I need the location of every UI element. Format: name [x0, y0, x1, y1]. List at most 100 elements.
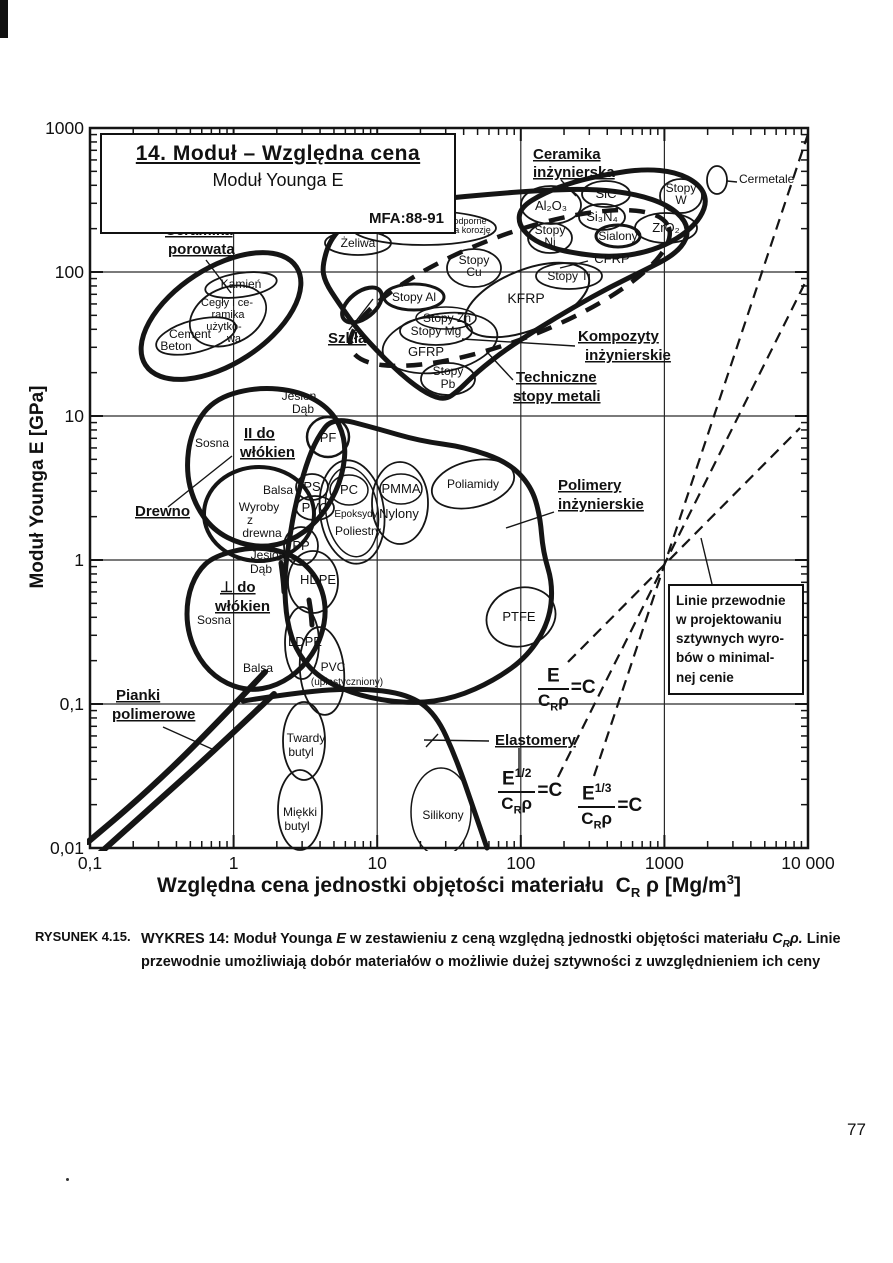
region-pp	[283, 526, 319, 566]
label-al2o3: Al₂O₃	[535, 198, 567, 213]
label-nylony: Nylony	[379, 506, 419, 521]
plot-border	[88, 126, 810, 850]
label-polimery-2: inżynierskie	[558, 496, 644, 513]
label-pvc-upl-2: (uplastyczniony)	[311, 677, 383, 688]
label-epoksydy: Epoksydy	[334, 509, 377, 520]
guide-note-line: w projektowaniu	[676, 612, 782, 628]
x-tick-label: 10 000	[781, 853, 835, 873]
label-stopy-zn: Stopy Zn	[423, 311, 471, 325]
label-hdpe: HDPE	[300, 572, 336, 587]
region-pc-group-inner	[324, 466, 380, 558]
label-stopy-al: Stopy Al	[392, 290, 436, 304]
label-wyroby-2: z	[247, 513, 253, 527]
label-si3n4: Si₃N₄	[586, 209, 618, 224]
label-miekki-butyl: Miękki	[283, 805, 317, 819]
guide-E12-over-CRrho	[557, 280, 807, 778]
y-tick-label: 0,1	[60, 694, 84, 714]
leader-line	[559, 260, 589, 269]
caption-variable: CRρ.	[772, 931, 803, 950]
leader-line	[700, 537, 713, 585]
x-axis-title: Względna cena jednostki objętości materi…	[90, 872, 808, 900]
guide-E13-over-CRrho	[592, 133, 810, 777]
label-jesion-dolny: Jesion	[251, 548, 286, 562]
blob-wyroby-z-drewna	[202, 465, 316, 563]
blob-kompozyty-inzynierskie	[347, 207, 673, 369]
label-pianki: Pianki	[116, 687, 160, 704]
region-poliamidy	[430, 458, 516, 510]
leader-line	[481, 351, 506, 369]
chart-ref-code: MFA:88-91	[368, 210, 444, 227]
label-kfrp: KFRP	[507, 290, 544, 306]
label-kompozyty: Kompozyty	[578, 328, 659, 345]
region-kamien	[204, 271, 278, 299]
label-cegly-2: ramika	[211, 309, 245, 321]
label-kamien: Kamień	[221, 277, 262, 291]
label-miekki-butyl-2: butyl	[284, 819, 309, 833]
blob-szkla	[340, 285, 384, 325]
label-drewno: Drewno	[135, 503, 190, 520]
label-sialony: Sialony	[598, 229, 637, 243]
label-techniczne-2: stopy metali	[513, 388, 601, 405]
leader-line	[423, 739, 490, 742]
label-pvc: PVC	[302, 500, 329, 515]
label-polimery: Polimery	[558, 477, 622, 494]
region-cegly	[188, 284, 268, 348]
connector-wood-bar	[278, 560, 287, 595]
label-pp: PP	[292, 538, 309, 553]
leader-line	[560, 179, 577, 197]
y-tick-label: 10	[65, 406, 85, 426]
label-dab-dolny: Dąb	[250, 562, 272, 576]
region-sic	[581, 180, 631, 208]
region-stopy-cu	[446, 248, 502, 288]
label-ceramika-porowata-2: porowata	[168, 241, 235, 258]
label-stopy-cu-2: Cu	[466, 265, 481, 279]
label-odporne: odporne	[453, 216, 486, 226]
region-miekki-butyl	[277, 769, 323, 851]
label-poliestry: Poliestry	[335, 524, 381, 538]
region-cement-beton	[155, 316, 237, 356]
region-pvc-uplastyczniony	[298, 626, 346, 716]
label-stopy-ti: Stopy Ti	[547, 269, 590, 283]
region-pmma-group	[371, 461, 429, 545]
label-prostopadle-do-wlokien-2: włókien	[214, 598, 270, 615]
label-pianki-2: polimerowe	[112, 706, 195, 723]
x-tick-label: 10	[367, 853, 387, 873]
leader-line	[348, 298, 374, 331]
region-pc-group-outer	[318, 459, 386, 565]
region-pmma	[379, 473, 423, 505]
label-sosna-dolna: Sosna	[197, 613, 231, 627]
label-jesion-gorny: Jesion	[282, 389, 317, 403]
label-stopy-ni-2: Ni	[544, 235, 555, 249]
label-stopy-w-2: W	[675, 193, 687, 207]
label-stopy-pb: Stopy	[433, 364, 464, 378]
figure-label: RYSUNEK 4.15.	[35, 929, 131, 944]
label-stopy-pb-2: Pb	[441, 377, 456, 391]
y-axis-title: Moduł Younga E [GPa]	[27, 385, 48, 589]
label-rownolegle-do-wlokien: II do	[244, 425, 275, 442]
y-tick-label: 1	[74, 550, 84, 570]
label-odporne-2: na korozję	[449, 225, 491, 235]
region-kfrp	[463, 261, 591, 339]
label-poliamidy: Poliamidy	[447, 477, 499, 491]
label-wyroby-3: drewna	[242, 526, 282, 540]
label-techniczne: Techniczne	[516, 369, 597, 386]
chart-title: 14. Moduł – Względna cena	[135, 142, 421, 165]
plot-area: CeramikainżynierskaCeramikaporowataSzkła…	[87, 128, 810, 851]
x-axis-title-text: Względna cena jednostki objętości materi…	[157, 874, 604, 897]
label-wyroby: Wyroby	[239, 500, 280, 514]
label-silikony: Silikony	[422, 808, 463, 822]
label-ceramika-inzynierska-2: inżynierska	[533, 164, 615, 181]
label-stopy-mg: Stopy Mg	[411, 324, 462, 338]
guide-note-line: bów o minimal-	[676, 650, 775, 666]
x-tick-label: 1	[229, 853, 239, 873]
y-tick-label: 0,01	[50, 838, 84, 858]
figure-caption: RYSUNEK 4.15. WYKRES 14: Moduł Younga E …	[35, 929, 870, 972]
scan-artifact	[0, 0, 8, 38]
x-axis-unit: [Mg/m3]	[664, 872, 741, 897]
region-stopy-w	[659, 178, 703, 214]
